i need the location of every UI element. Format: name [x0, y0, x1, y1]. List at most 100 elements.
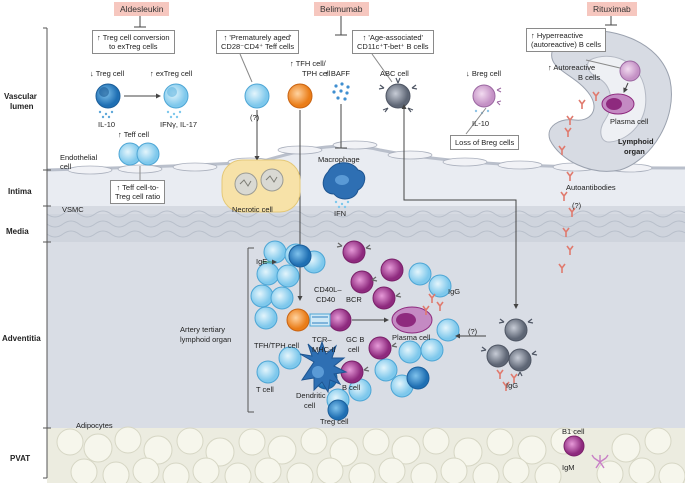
label-endothelial-1: Endothelial [60, 153, 98, 162]
layer-label-media: Media [6, 227, 29, 236]
label-treg-cell: Treg cell [320, 417, 349, 426]
aged-teff-cell [244, 83, 270, 109]
adipocytes-layer [56, 426, 685, 483]
label-dendritic-2: cell [304, 401, 316, 410]
vsmc-layer [46, 210, 685, 238]
label-endothelial-2: cell [60, 162, 72, 171]
label-dendritic-1: Dendritic [296, 391, 326, 400]
callout-leaders [139, 53, 621, 180]
label-baff-up: ↑ BAFF [325, 69, 351, 78]
callout-teff-treg-ratio: ↑ Teff cell-to- Treg cell ratio [110, 180, 166, 204]
teff-cells-lumen [118, 142, 160, 166]
necrotic-cell [221, 159, 301, 213]
label-cd40-1: CD40L– [314, 285, 342, 294]
label-abc-cell: ABC cell [380, 69, 409, 78]
callout-aged-line2: CD28⁻CD4⁺ Teff cells [221, 42, 295, 51]
label-atlo-1: Artery tertiary [180, 325, 226, 334]
layer-label-adventitia: Adventitia [2, 334, 41, 343]
antibodies-organ [566, 91, 600, 125]
label-ifn: IFN [334, 209, 347, 218]
label-auto-b-1: ↑ Autoreactive [548, 63, 596, 72]
autoreactive-b-cell-organ [619, 60, 641, 82]
callout-abc: ↑ 'Age-associated' CD11c⁺T-bet⁺ B cells [352, 30, 434, 54]
ifn-dots-1 [166, 110, 182, 119]
label-vsmc: VSMC [62, 205, 84, 214]
callout-aged-line1: ↑ 'Prematurely aged' [223, 33, 292, 42]
label-adipocytes: Adipocytes [76, 421, 113, 430]
label-tfh-tph-cell: TFH/TPH cell [254, 341, 299, 350]
label-autoantibodies: Autoantibodies [566, 183, 616, 192]
igm-pentamer [591, 454, 609, 469]
label-tcr-1: TCR– [312, 335, 332, 344]
extreg-cell-lumen [163, 83, 189, 109]
igg-antibodies-2 [496, 369, 518, 391]
label-bcr: BCR [346, 295, 362, 304]
label-gc-b-1: GC B [346, 335, 365, 344]
label-b-cell: B cell [342, 383, 361, 392]
plasma-cell-organ [601, 93, 635, 115]
callout-ratio-line2: Treg cell ratio [115, 192, 161, 201]
ifn-dots-2 [334, 200, 350, 209]
label-breg-down: ↓ Breg cell [466, 69, 502, 78]
label-treg-down: ↓ Treg cell [90, 69, 125, 78]
callout-abc-line2: CD11c⁺T-bet⁺ B cells [357, 42, 429, 51]
plasma-cell-adventitia [391, 306, 433, 334]
callout-hyperreactive-b: ↑ Hyperreactive (autoreactive) B cells [526, 28, 607, 52]
label-lymphoid-1: Lymphoid [618, 137, 654, 146]
macrophage-cell [322, 162, 366, 200]
drug-rituximab: Rituximab [587, 2, 637, 16]
label-plasma-cell-adventitia: Plasma cell [392, 333, 431, 342]
abc-cell-lumen [378, 77, 418, 113]
label-ige: IgE [256, 257, 268, 266]
baff-dots [332, 82, 350, 101]
label-t-cell: T cell [256, 385, 274, 394]
label-question-1: (?) [250, 113, 260, 122]
label-tfh-up-1: ↑ TFH cell/ [290, 59, 326, 68]
drug-aldesleukin: Aldesleukin [114, 2, 170, 16]
label-necrotic-cell: Necrotic cell [232, 205, 273, 214]
label-il10-b: IL-10 [472, 119, 490, 128]
callout-breg-loss: Loss of Breg cells [450, 135, 520, 150]
layer-label-pvat: PVAT [10, 454, 31, 463]
callout-treg-conversion-line1: ↑ Treg cell conversion [97, 33, 170, 42]
label-plasma-cell-organ: Plasma cell [610, 117, 649, 126]
callout-ratio-line1: ↑ Teff cell-to- [116, 183, 159, 192]
label-b1-cell: B1 cell [562, 427, 585, 436]
label-macrophage: Macrophage [318, 155, 360, 164]
callout-abc-line1: ↑ 'Age-associated' [362, 33, 423, 42]
callout-treg-conversion-line2: to exTreg cells [109, 42, 158, 51]
label-igg-1: IgG [448, 287, 461, 296]
drug-inhibition-lines [134, 16, 617, 36]
autoantibodies-trail [558, 127, 576, 273]
label-question-3: (?) [468, 327, 478, 336]
label-extreg-up: ↑ exTreg cell [150, 69, 193, 78]
label-igg-2: IgG [506, 381, 519, 390]
label-tcr-2: MHC-II [312, 345, 336, 354]
tfh-cell-lumen [287, 83, 313, 109]
label-atlo-2: lymphoid organ [180, 335, 232, 344]
layer-axis [43, 27, 51, 479]
label-question-2: (?) [572, 201, 582, 210]
label-tfh-up-2: TPH cell [302, 69, 331, 78]
dendritic-cell [299, 340, 348, 394]
callout-hyper-line1: ↑ Hyperreactive [531, 31, 584, 40]
layer-label-intima: Intima [8, 187, 32, 196]
il10-dots-1 [98, 110, 114, 119]
label-gc-b-2: cell [348, 345, 360, 354]
atlo-bracket [247, 247, 254, 413]
abc-cells-adventitia [480, 318, 538, 377]
callout-hyper-line2: (autoreactive) B cells [531, 40, 602, 49]
label-teff-up: ↑ Teff cell [118, 130, 149, 139]
layer-label-lumen-2: lumen [10, 102, 34, 111]
callout-aged-teff: ↑ 'Prematurely aged' CD28⁻CD4⁺ Teff cell… [216, 30, 300, 54]
treg-cell-lumen [95, 83, 121, 109]
label-cd40-2: CD40 [316, 295, 336, 304]
layer-label-lumen-1: Vascular [4, 92, 37, 101]
label-lymphoid-2: organ [624, 147, 645, 156]
label-igm: IgM [562, 463, 575, 472]
callout-treg-conversion: ↑ Treg cell conversion to exTreg cells [92, 30, 175, 54]
atlo-cell-cluster [250, 240, 460, 421]
drug-belimumab: Belimumab [314, 2, 369, 16]
b1-cell [563, 435, 585, 457]
